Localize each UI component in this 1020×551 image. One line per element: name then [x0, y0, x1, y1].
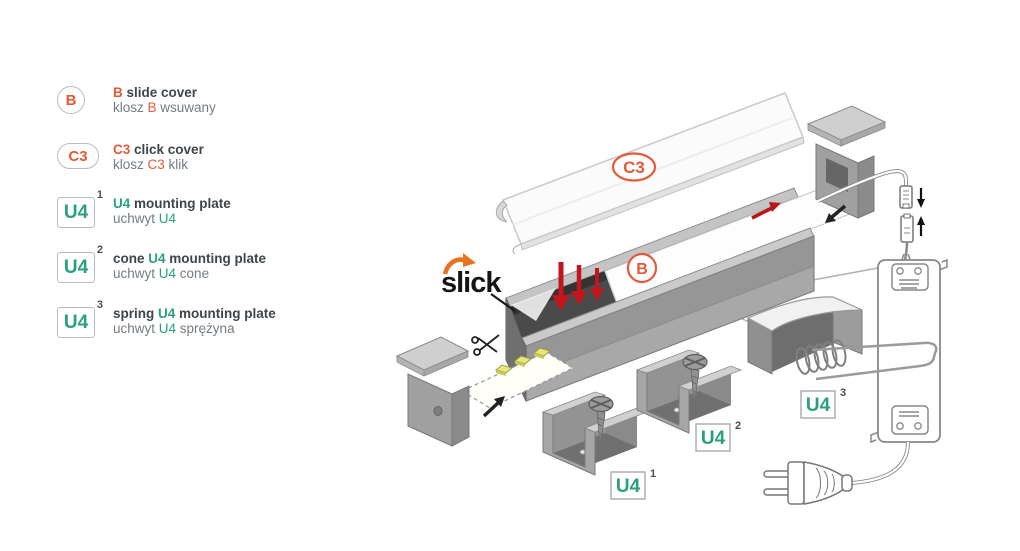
led-strip: [460, 347, 575, 409]
diagram-badge-u4-2-label: U4: [701, 428, 726, 449]
legend-badge-b: B: [57, 86, 85, 114]
legend-badge-u4-2-label: U4: [63, 256, 89, 278]
title-accent: U4: [113, 196, 131, 211]
spring-coil: [795, 339, 847, 375]
subtitle-rest: sprężyna: [176, 321, 235, 336]
insert-direction-arrows: [552, 262, 604, 311]
end-cap-right-arrow: [825, 204, 847, 223]
title-accent: C3: [113, 142, 131, 157]
slide-direction-arrow: [751, 202, 781, 220]
diagram-badge-u4-2: U4 2: [695, 420, 741, 452]
mounting-plate-u4-1: [542, 391, 648, 476]
title-accent: U4: [148, 251, 166, 266]
legend-badge-b-label: B: [65, 91, 77, 109]
end-cap-left: [395, 336, 470, 447]
subtitle-prefix: uchwyt: [113, 266, 159, 281]
title-accent: B: [113, 85, 123, 100]
subtitle-accent: C3: [147, 157, 165, 172]
title-rest: mounting plate: [175, 306, 276, 321]
diagram-badge-u4-3-label: U4: [806, 395, 831, 416]
title-rest: slide cover: [122, 85, 198, 100]
subtitle-rest: wsuwany: [156, 100, 216, 115]
diagram-badge-c3: C3: [611, 152, 657, 182]
subtitle-accent: U4: [158, 321, 177, 336]
title-accent: U4: [158, 306, 176, 321]
mains-cable: [851, 441, 910, 485]
legend-badge-u4-1: U4 1: [57, 189, 104, 228]
plug-pin: [763, 470, 791, 478]
subtitle-prefix: uchwyt: [113, 321, 159, 336]
spring-wire-loop: [811, 341, 938, 381]
diagram-badge-u4-1-label: U4: [616, 476, 641, 497]
legend-text-b: B slide cover klosz B wsuwany: [113, 85, 216, 115]
subtitle-prefix: uchwyt: [113, 211, 159, 226]
led-chip: [532, 347, 552, 359]
subtitle-accent: U4: [158, 266, 177, 281]
plug-pin: [763, 488, 791, 496]
subtitle-rest: cone: [176, 266, 210, 281]
subtitle-rest: klik: [164, 157, 189, 172]
slick-logo: slick: [441, 253, 516, 312]
scissors-icon: [471, 334, 500, 356]
subtitle-accent: B: [147, 100, 157, 115]
diagram-badge-u4-1-sup: 1: [650, 468, 656, 480]
diagram-badge-b: B: [626, 252, 658, 284]
legend-badge-u4-1-label: U4: [63, 201, 89, 223]
title-prefix: cone: [113, 251, 149, 266]
legend-badge-u4-3: U4 3: [57, 299, 104, 338]
legend-badge-u4-1-sup: 1: [95, 189, 104, 201]
subtitle-prefix: klosz: [113, 157, 148, 172]
diagram-badge-u4-1: U4 1: [610, 468, 656, 500]
diagram-badge-u4-3: U4 3: [800, 387, 846, 419]
diffuser-wedge: [511, 288, 556, 321]
title-rest: mounting plate: [130, 196, 231, 211]
title-rest: mounting plate: [165, 251, 267, 266]
diagram-badge-b-label: B: [636, 261, 648, 278]
legend-badge-u4-3-sup: 3: [95, 299, 104, 311]
diagram-badge-u4-2-sup: 2: [735, 420, 741, 432]
legend-badge-c3: C3: [57, 143, 99, 169]
connector-pair: [899, 185, 925, 263]
connector-female: [900, 215, 914, 243]
led-chip: [494, 364, 514, 376]
legend-badge-u4-2-sup: 2: [95, 244, 104, 256]
logo-pointer-line: [490, 293, 516, 312]
supply-cable: [817, 169, 908, 203]
end-cap-right: [806, 105, 887, 219]
diagram-badge-u4-3-sup: 3: [840, 387, 846, 399]
legend-text-c3: C3 click cover klosz C3 klik: [113, 142, 204, 172]
power-supply: [870, 258, 948, 444]
led-chip: [513, 355, 533, 367]
diagram-badge-c3-label: C3: [623, 158, 645, 177]
logo-text: slick: [441, 267, 502, 299]
connect-arrows: [917, 188, 925, 236]
mounting-plate-u4-2: [636, 349, 742, 434]
mounting-plate-u4-3: [746, 296, 863, 375]
legend-text-u4-2: cone U4 mounting plate uchwyt U4 cone: [113, 251, 266, 281]
title-rest: click cover: [130, 142, 204, 157]
legend-text-u4-1: U4 mounting plate uchwyt U4: [113, 196, 231, 226]
legend-badge-c3-label: C3: [68, 147, 88, 165]
subtitle-accent: U4: [158, 211, 177, 226]
power-plug: [763, 461, 853, 505]
legend-text-u4-3: spring U4 mounting plate uchwyt U4 spręż…: [113, 306, 276, 336]
end-cap-left-arrow: [482, 396, 505, 418]
legend-badge-u4-3-label: U4: [63, 311, 89, 333]
legend-badge-u4-2: U4 2: [57, 244, 104, 283]
subtitle-prefix: klosz: [113, 100, 148, 115]
title-prefix: spring: [113, 306, 159, 321]
